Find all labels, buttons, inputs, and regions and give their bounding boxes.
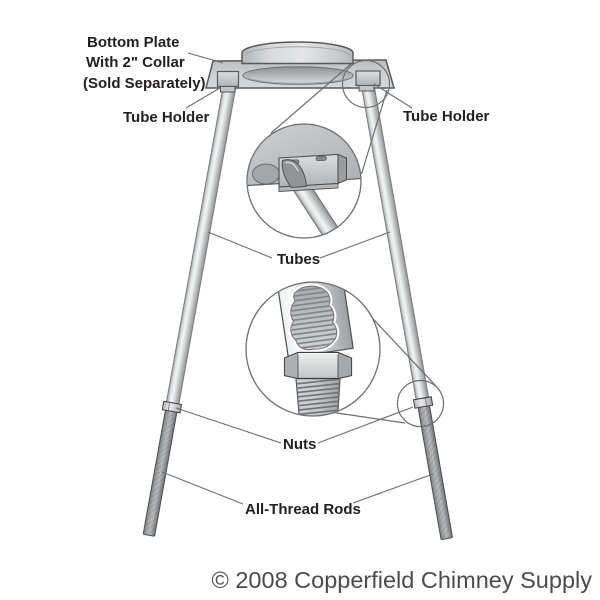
highlight-circle-nut (396, 379, 445, 428)
leader-tubes-left (207, 231, 273, 259)
label-bottom-plate-line2: With 2" Collar (86, 54, 185, 71)
label-tube-holder-right: Tube Holder (403, 108, 490, 125)
right-nut-facet-line (425, 398, 428, 406)
leader-nuts-right (317, 406, 414, 444)
right-leg (361, 85, 453, 540)
callout-line-tube-holder-a (270, 63, 352, 134)
detail-bracket-slot-right (315, 155, 327, 161)
leader-tubes-right (319, 231, 391, 259)
plate-hole-rim (247, 69, 349, 84)
callout-line-nut-b (329, 411, 406, 424)
leader-rods-left (161, 471, 244, 505)
callout-line-tube-holder-b (360, 89, 388, 175)
label-bottom-plate-line1: Bottom Plate (87, 34, 180, 51)
detail-cutaway-window (288, 283, 340, 353)
detail-bracket-flap (281, 159, 307, 189)
left-leg (142, 85, 237, 537)
tube-holder-right-block (355, 70, 381, 92)
label-all-thread-rods: All-Thread Rods (245, 501, 361, 518)
leader-rods-right (352, 473, 434, 504)
label-nuts: Nuts (283, 436, 316, 453)
detail-hole-shadow (252, 163, 280, 185)
collar-rim-highlight (244, 46, 351, 56)
copyright-text: © 2008 Copperfield Chimney Supply (212, 567, 593, 593)
detail-flap-highlight (284, 161, 299, 172)
tube-holder-left-block (216, 70, 240, 93)
highlight-circle-tube-holder (341, 59, 391, 109)
label-bottom-plate-line3: (Sold Separately) (83, 75, 206, 92)
collar (241, 41, 354, 65)
leader-tube-holder-right (373, 83, 413, 109)
left-nut-facet-line (167, 403, 170, 411)
detail-circle-nut (245, 281, 381, 417)
left-tube (165, 85, 237, 405)
leader-tube-holder-left (185, 87, 221, 109)
detail-hex-nut (283, 351, 353, 380)
leader-nuts-left (175, 407, 282, 444)
right-rod-thread-texture (418, 405, 453, 540)
label-tubes: Tubes (277, 251, 320, 268)
plate-hole (242, 66, 354, 85)
detail-circle-tube-holder (246, 123, 362, 239)
left-rod-thread-texture (143, 410, 177, 537)
leader-bottom-plate (187, 52, 224, 64)
detail-bracket (278, 153, 347, 192)
label-tube-holder-left: Tube Holder (123, 109, 210, 126)
